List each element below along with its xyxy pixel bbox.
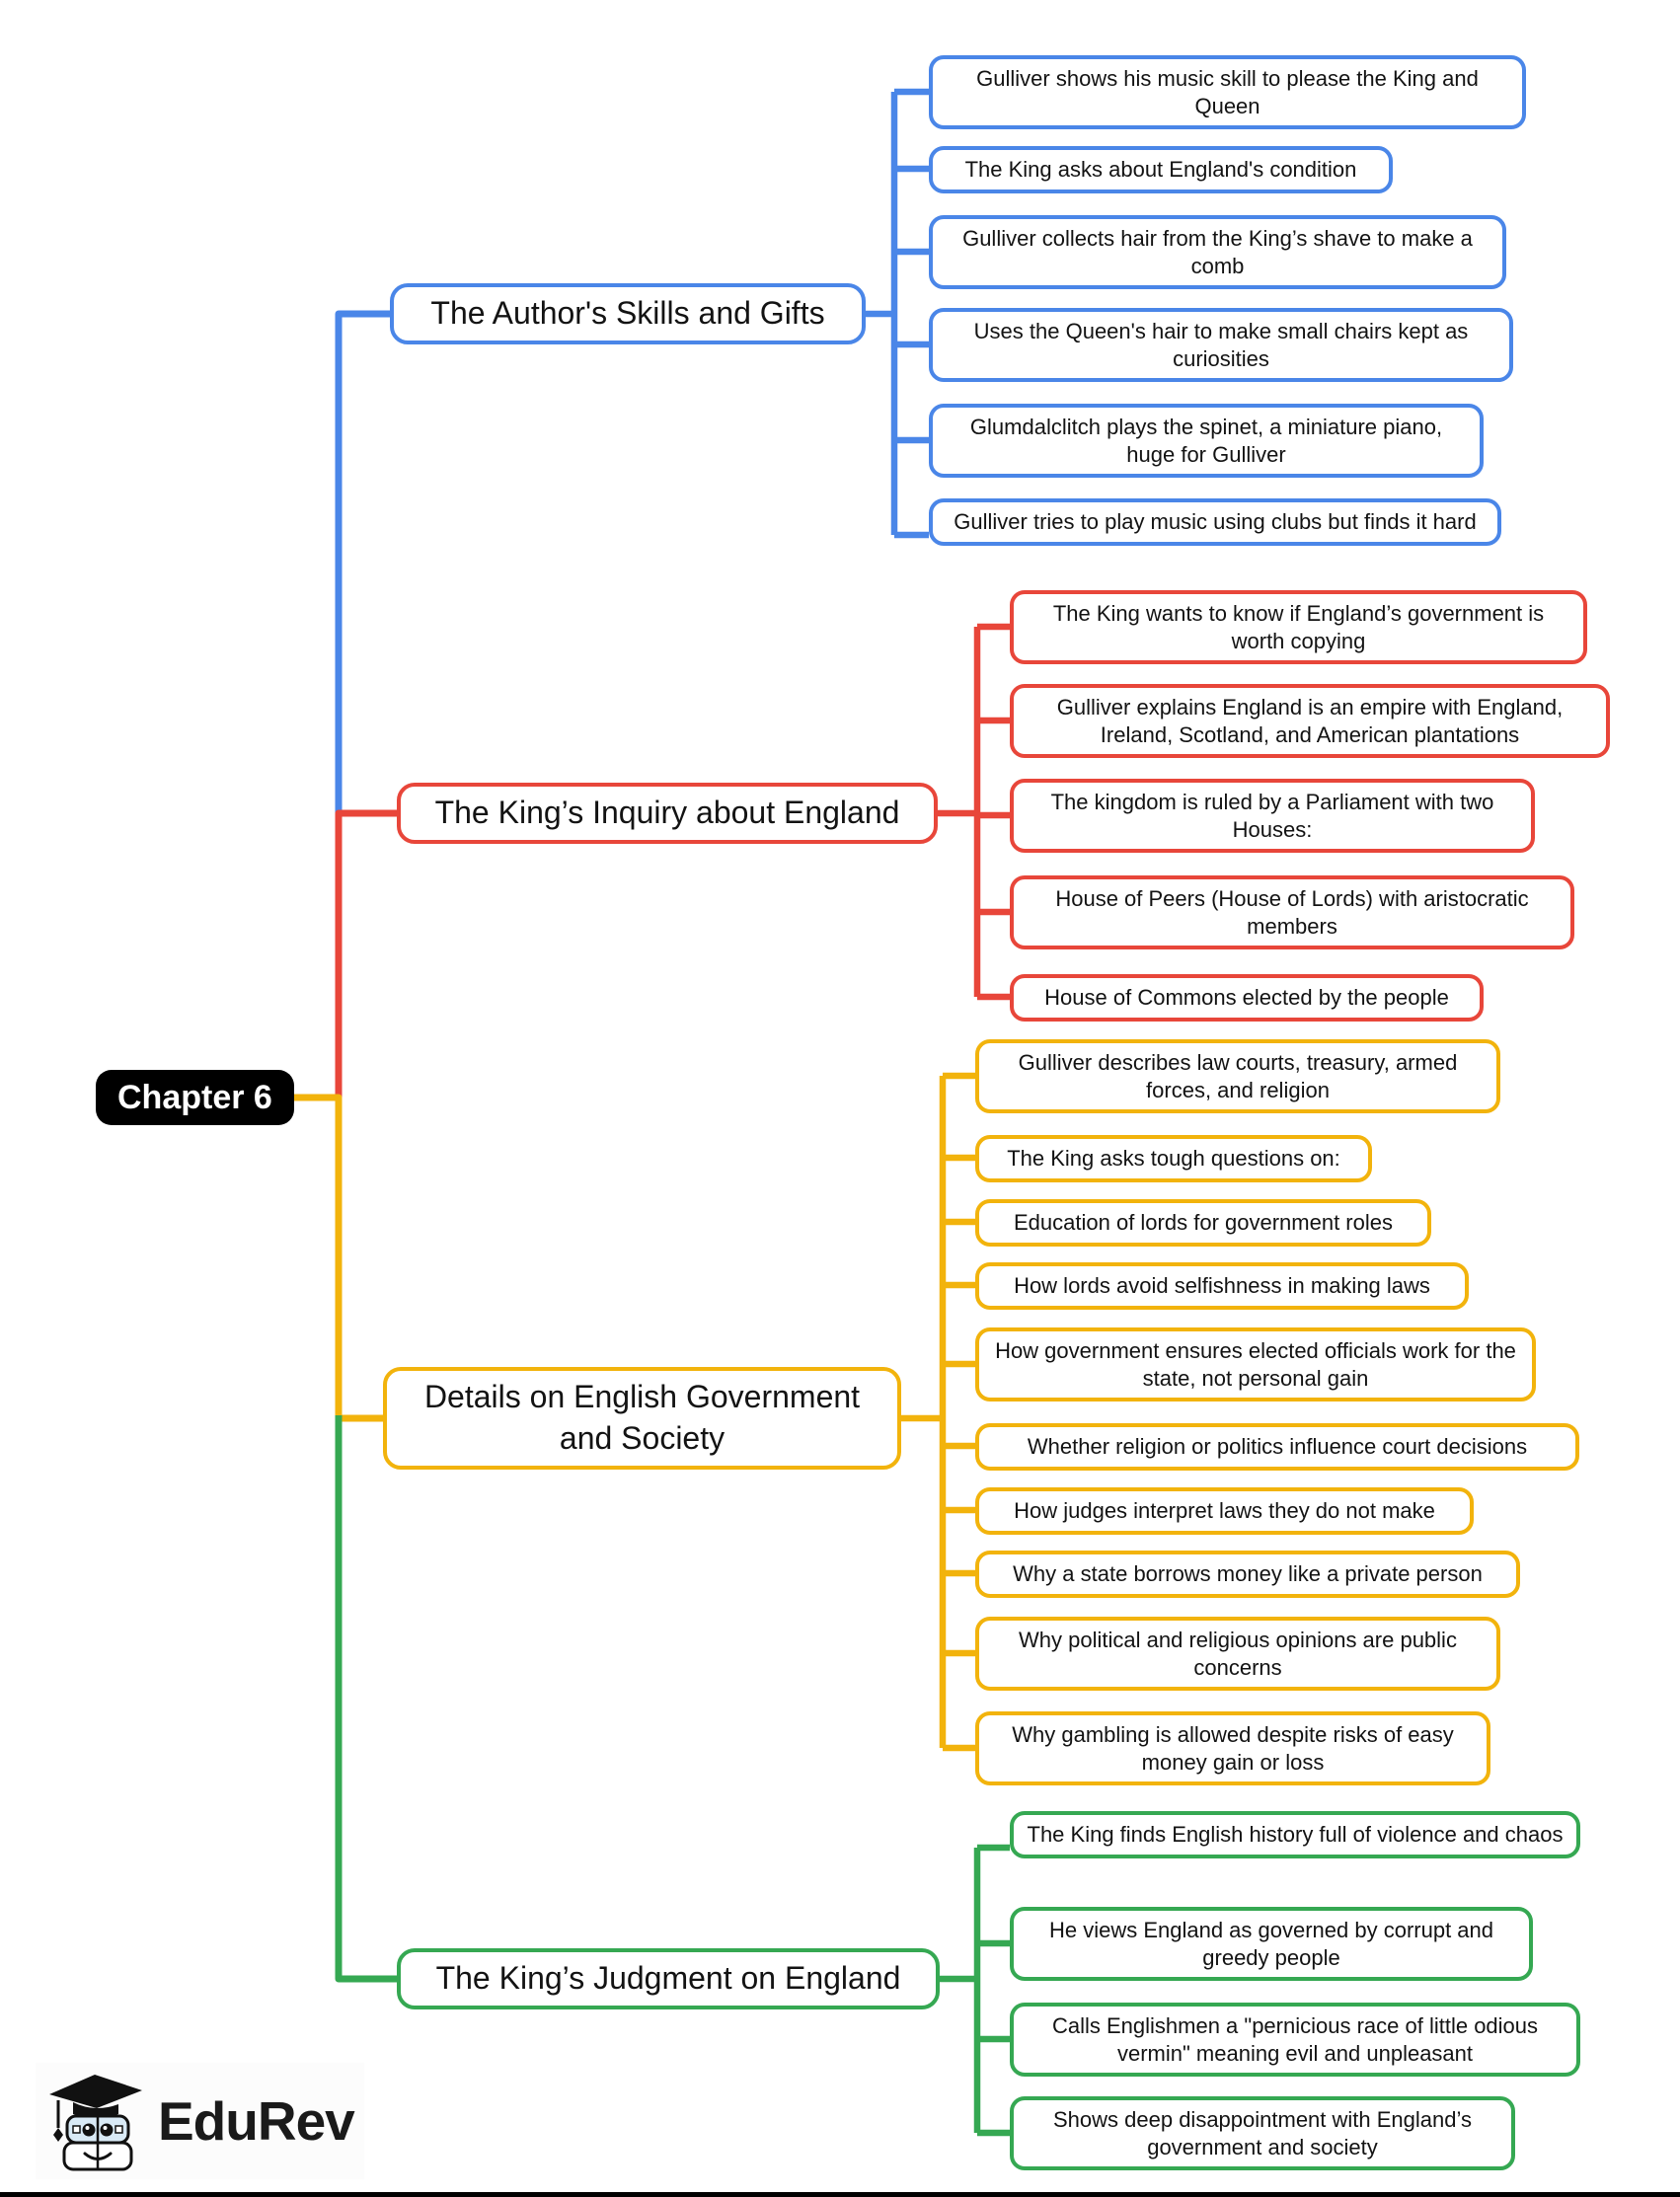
branch-header-kings-judgment: The King’s Judgment on England — [397, 1948, 940, 2009]
leaf-node: How government ensures elected officials… — [975, 1327, 1536, 1402]
spine-blue — [866, 88, 929, 539]
leaf-node: Calls Englishmen a "pernicious race of l… — [1010, 2003, 1580, 2077]
root-node-chapter-6: Chapter 6 — [96, 1070, 294, 1125]
leaf-node: Why a state borrows money like a private… — [975, 1551, 1520, 1598]
edurev-logo: EduRev — [36, 2063, 364, 2179]
branch-header-kings-inquiry: The King’s Inquiry about England — [397, 783, 938, 844]
leaf-node: Gulliver tries to play music using clubs… — [929, 498, 1501, 546]
leaf-node: How lords avoid selfishness in making la… — [975, 1262, 1469, 1310]
leaf-node: The King asks about England's condition — [929, 146, 1393, 193]
branch-header-authors-skills: The Author's Skills and Gifts — [390, 283, 866, 344]
leaf-node: The King asks tough questions on: — [975, 1135, 1372, 1182]
leaf-node: The King finds English history full of v… — [1010, 1811, 1580, 1858]
leaf-node: Gulliver collects hair from the King’s s… — [929, 215, 1506, 289]
leaf-node: Shows deep disappointment with England’s… — [1010, 2096, 1515, 2170]
trunk-green — [335, 1415, 397, 1983]
bottom-border-line — [0, 2192, 1680, 2197]
leaf-node: Gulliver explains England is an empire w… — [1010, 684, 1610, 758]
edurev-logo-text: EduRev — [158, 2090, 355, 2152]
trunk-blue — [335, 310, 390, 814]
leaf-node: Gulliver describes law courts, treasury,… — [975, 1039, 1500, 1113]
spine-red — [938, 623, 1010, 1001]
leaf-node: Why gambling is allowed despite risks of… — [975, 1711, 1490, 1785]
graduation-cap-books-icon — [49, 2075, 142, 2171]
leaf-node: Glumdalclitch plays the spinet, a miniat… — [929, 404, 1484, 478]
leaf-node: The King wants to know if England’s gove… — [1010, 590, 1587, 664]
leaf-node: Education of lords for government roles — [975, 1199, 1431, 1247]
leaf-node: The kingdom is ruled by a Parliament wit… — [1010, 779, 1535, 853]
branch-header-english-government: Details on English Government and Societ… — [383, 1367, 901, 1470]
leaf-node: Gulliver shows his music skill to please… — [929, 55, 1526, 129]
trunk-red — [335, 809, 397, 1098]
leaf-node: Uses the Queen's hair to make small chai… — [929, 308, 1513, 382]
leaf-node: How judges interpret laws they do not ma… — [975, 1487, 1474, 1535]
leaf-node: House of Commons elected by the people — [1010, 974, 1484, 1022]
trunk-yellow — [292, 1094, 383, 1422]
leaf-node: He views England as governed by corrupt … — [1010, 1907, 1533, 1981]
leaf-node: Why political and religious opinions are… — [975, 1617, 1500, 1691]
spine-yellow — [901, 1072, 975, 1752]
leaf-node: Whether religion or politics influence c… — [975, 1423, 1579, 1471]
leaf-node: House of Peers (House of Lords) with ari… — [1010, 875, 1574, 949]
spine-green — [940, 1844, 1010, 2137]
